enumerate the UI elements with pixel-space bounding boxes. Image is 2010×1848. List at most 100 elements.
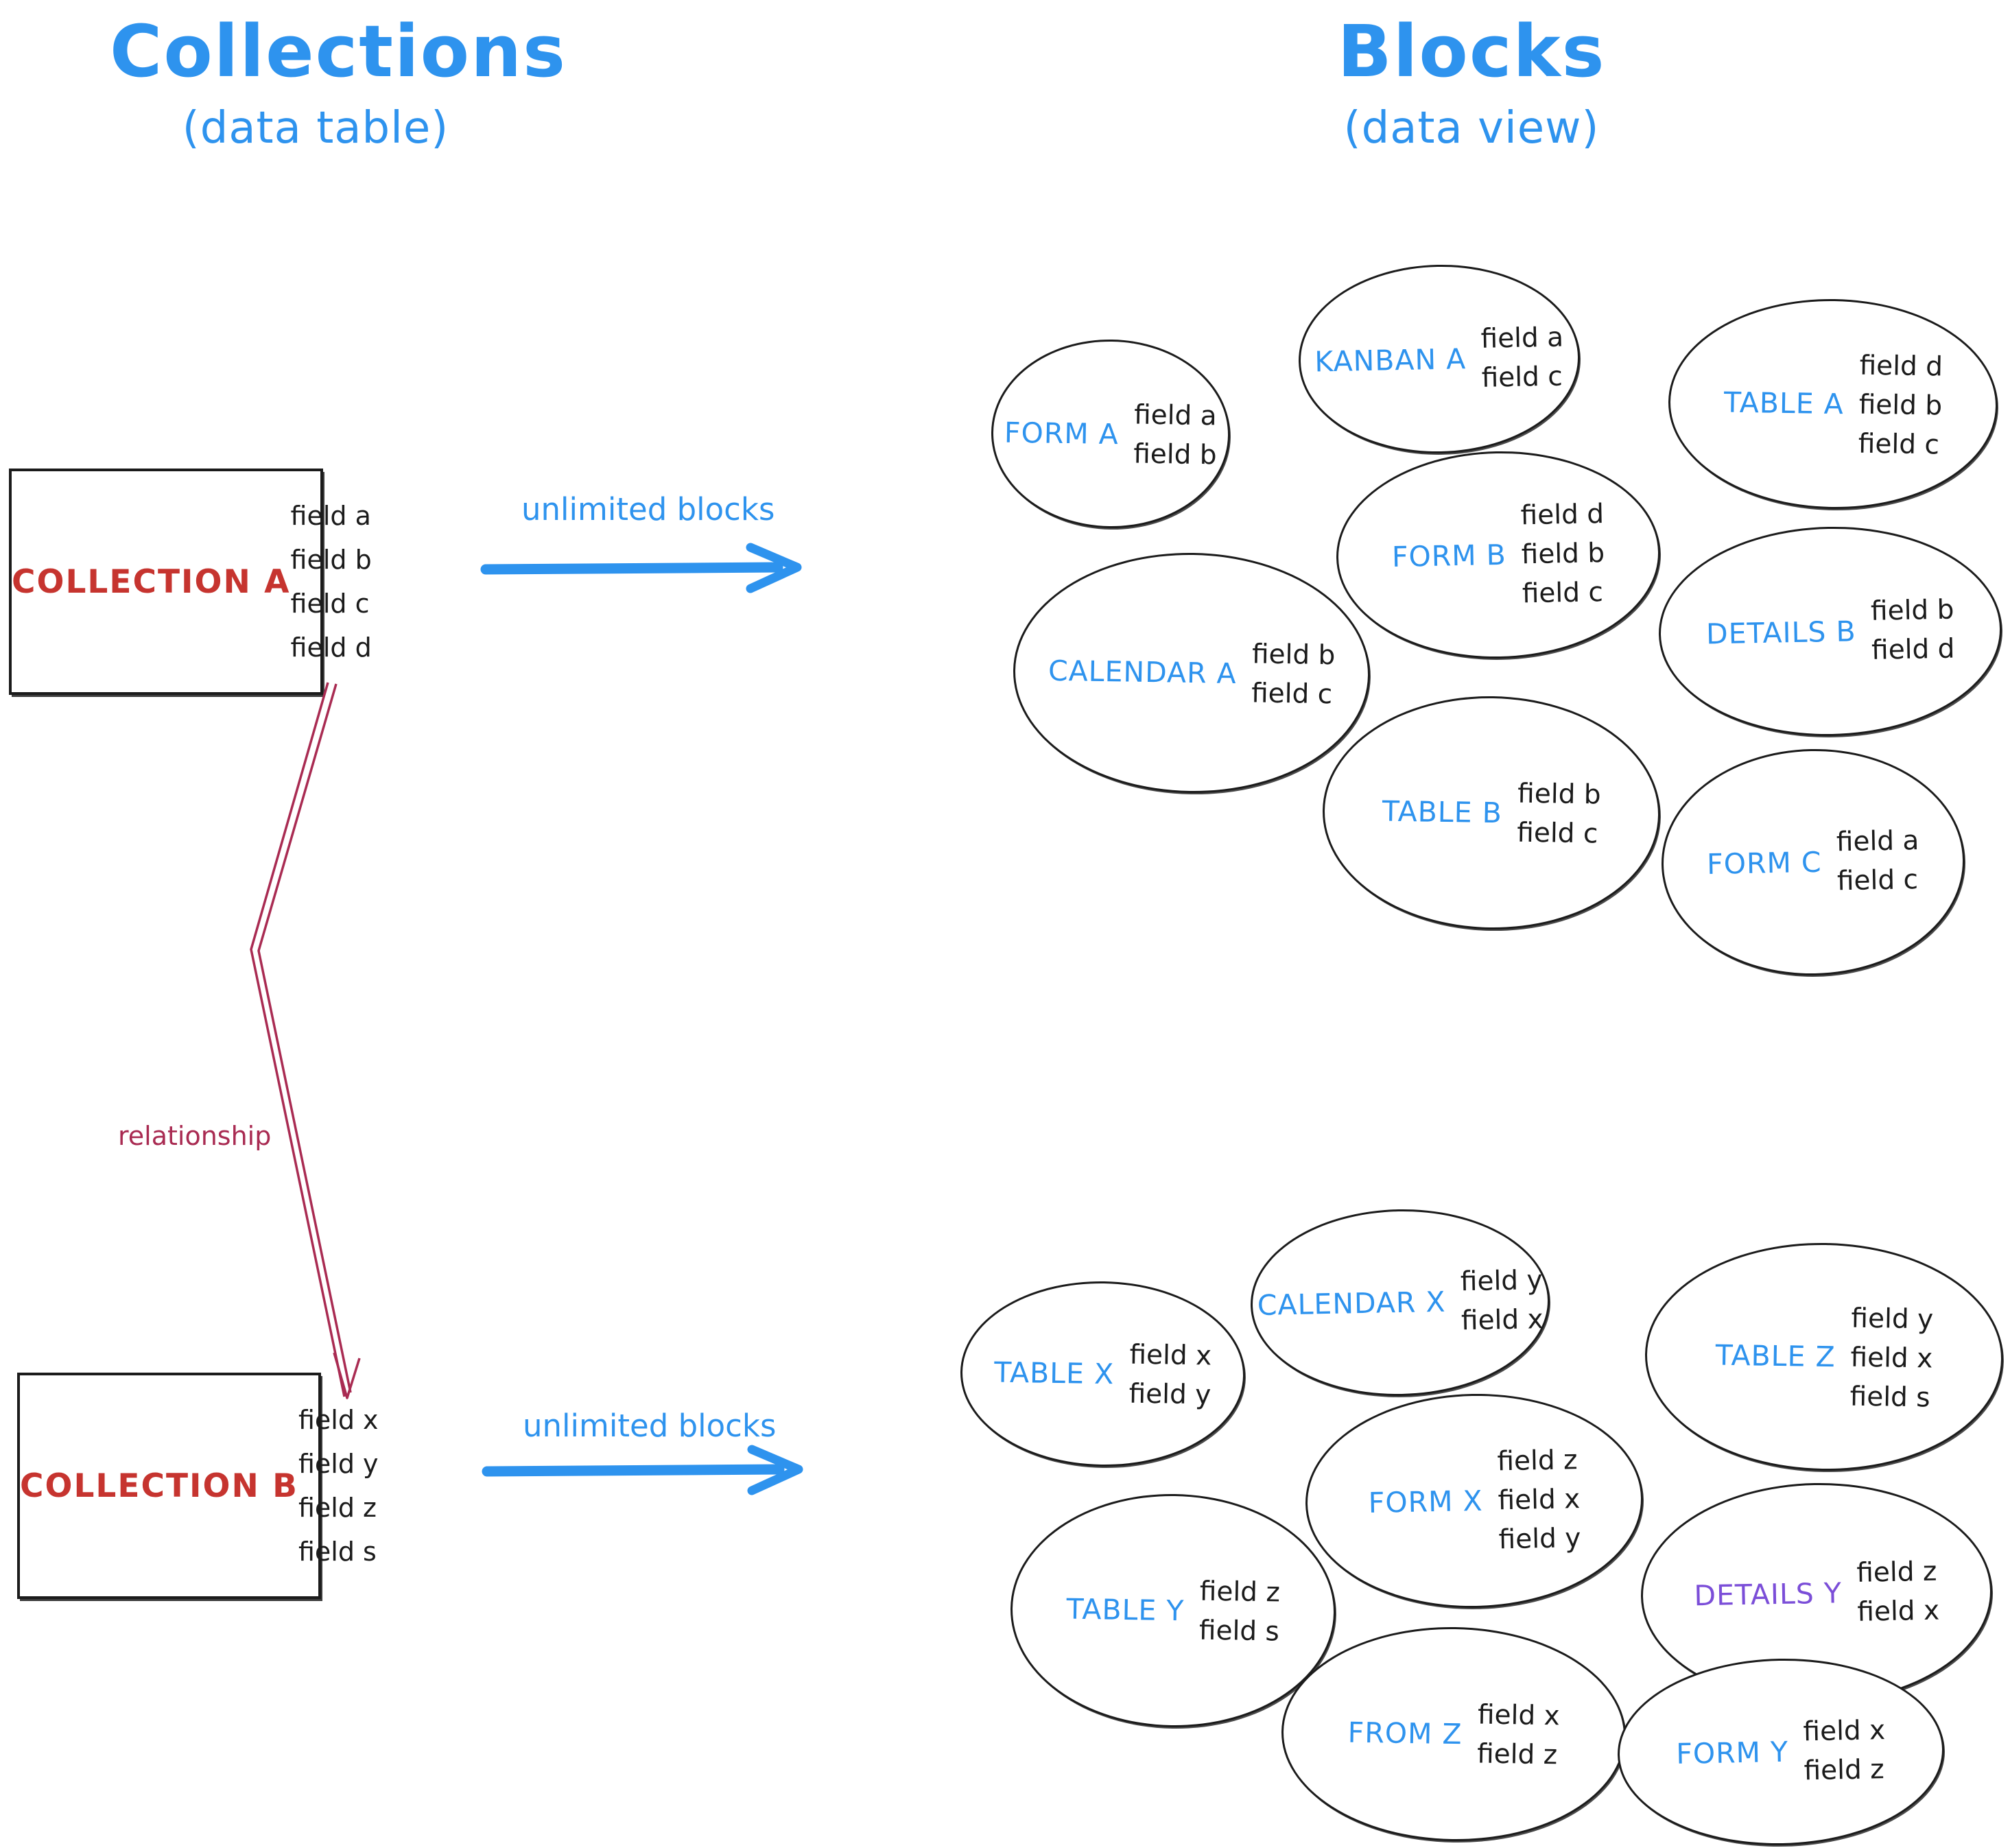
block-fields: field y field x field s [1849, 1303, 1933, 1413]
block-field: field x [1498, 1483, 1581, 1516]
block-field: field z [1856, 1556, 1937, 1589]
block-form-y: FORM Y field x field z [1616, 1655, 1946, 1848]
block-label: TABLE Y [1066, 1592, 1185, 1628]
block-field: field b [1870, 594, 1954, 627]
collection-field: field b [290, 545, 372, 575]
block-field: field c [1251, 678, 1333, 711]
block-fields: field z field x field y [1497, 1445, 1581, 1555]
collection-field: field z [298, 1493, 377, 1523]
unlimited-blocks-label-b: unlimited blocks [523, 1408, 777, 1444]
block-field: field s [1849, 1381, 1930, 1413]
block-field: field b [1133, 438, 1217, 471]
block-field: field x [1129, 1339, 1212, 1372]
collection-a-box: COLLECTION A field a field b field c fie… [9, 469, 372, 695]
block-form-b: FORM B field d field b field c [1334, 448, 1662, 662]
block-label: DETAILS Y [1694, 1576, 1843, 1613]
collection-field: field a [290, 501, 371, 531]
block-field: field d [1859, 350, 1943, 383]
block-label: FORM B [1391, 538, 1507, 573]
block-field: field a [1133, 399, 1217, 431]
collection-field: field s [298, 1537, 377, 1567]
block-field: field x [1856, 1595, 1940, 1628]
collection-a-name: COLLECTION A [12, 562, 291, 601]
block-field: field b [1521, 537, 1605, 570]
block-fields: field b field c [1251, 639, 1336, 710]
block-fields: field b field d [1871, 594, 1955, 665]
block-table-a: TABLE A field d field b field c [1666, 296, 2000, 512]
block-label: TABLE B [1382, 794, 1503, 830]
block-field: field d [1520, 498, 1605, 531]
collection-field: field x [298, 1405, 379, 1435]
relationship-label: relationship [118, 1121, 272, 1151]
block-field: field a [1480, 322, 1564, 355]
arrow-b-icon [482, 1445, 803, 1495]
collection-a-fields: field a field b field c field d [291, 501, 395, 663]
block-label: FORM A [1004, 416, 1120, 451]
collection-b-box: COLLECTION B field x field y field z fie… [17, 1373, 379, 1599]
block-label: CALENDAR X [1257, 1285, 1446, 1322]
block-fields: field x field y [1128, 1340, 1211, 1411]
block-fields: field a field b [1133, 399, 1218, 471]
block-field: field y [1128, 1378, 1211, 1411]
block-label: TABLE Z [1715, 1338, 1836, 1374]
block-field: field z [1497, 1444, 1578, 1477]
block-fields: field a field c [1836, 825, 1919, 897]
block-label: TABLE A [1723, 386, 1845, 421]
block-field: field d [1871, 633, 1955, 666]
block-table-x: TABLE X field x field y [958, 1279, 1247, 1469]
block-label: FORM Y [1675, 1735, 1789, 1770]
block-form-x: FORM X field z field x field y [1303, 1390, 1645, 1611]
collections-column-title: Collections (data table) [110, 10, 567, 154]
block-form-c: FORM C field a field c [1659, 746, 1967, 979]
block-field: field c [1836, 864, 1919, 897]
collection-field: field c [290, 589, 370, 619]
block-field: field c [1481, 361, 1563, 394]
block-field: field y [1498, 1522, 1581, 1555]
block-fields: field z field x [1856, 1556, 1940, 1628]
block-field: field c [1517, 817, 1598, 850]
block-field: field s [1198, 1615, 1280, 1648]
blocks-title: Blocks [1337, 10, 1606, 93]
block-fields: field d field b field c [1858, 350, 1943, 460]
block-fields: field x field z [1477, 1700, 1560, 1771]
block-field: field y [1851, 1303, 1934, 1335]
block-label: FORM X [1368, 1484, 1484, 1519]
block-fields: field x field z [1803, 1715, 1887, 1786]
block-label: FROM Z [1347, 1716, 1463, 1751]
block-field: field x [1461, 1304, 1544, 1337]
block-form-a: FORM A field a field b [989, 337, 1232, 530]
block-details-b: DETAILS B field b field d [1657, 523, 2004, 739]
block-label: KANBAN A [1314, 342, 1467, 378]
block-field: field x [1803, 1715, 1886, 1748]
block-field: field x [1477, 1699, 1561, 1732]
block-field: field z [1476, 1738, 1558, 1771]
block-field: field z [1804, 1754, 1885, 1787]
block-label: FORM C [1706, 845, 1822, 881]
block-field: field a [1836, 825, 1919, 858]
block-table-y: TABLE Y field z field s [1008, 1491, 1338, 1730]
block-field: field x [1850, 1342, 1933, 1374]
block-field: field c [1522, 576, 1604, 609]
block-fields: field y field x [1460, 1265, 1544, 1336]
block-kanban-a: KANBAN A field a field c [1297, 262, 1582, 456]
block-label: TABLE X [993, 1355, 1115, 1391]
block-fields: field d field b field c [1520, 499, 1605, 609]
block-calendar-x: CALENDAR X field y field x [1249, 1206, 1552, 1399]
block-calendar-a: CALENDAR A field b field c [1011, 549, 1372, 796]
block-field: field y [1460, 1265, 1543, 1298]
block-fields: field a field c [1480, 322, 1564, 393]
collection-b-fields: field x field y field z field s [298, 1405, 402, 1567]
collection-b-name: COLLECTION B [20, 1467, 298, 1505]
block-label: DETAILS B [1705, 614, 1857, 650]
blocks-column-title: Blocks (data view) [1266, 12, 1677, 154]
collection-field: field d [290, 632, 372, 663]
block-table-z: TABLE Z field y field x field s [1643, 1240, 2005, 1474]
block-field: field z [1199, 1576, 1281, 1609]
unlimited-blocks-label-a: unlimited blocks [521, 491, 775, 528]
collections-subtitle: (data table) [182, 103, 449, 154]
block-label: CALENDAR A [1048, 654, 1237, 691]
block-field: field b [1858, 389, 1943, 421]
block-field: field b [1517, 778, 1601, 811]
collections-title: Collections [110, 10, 567, 93]
